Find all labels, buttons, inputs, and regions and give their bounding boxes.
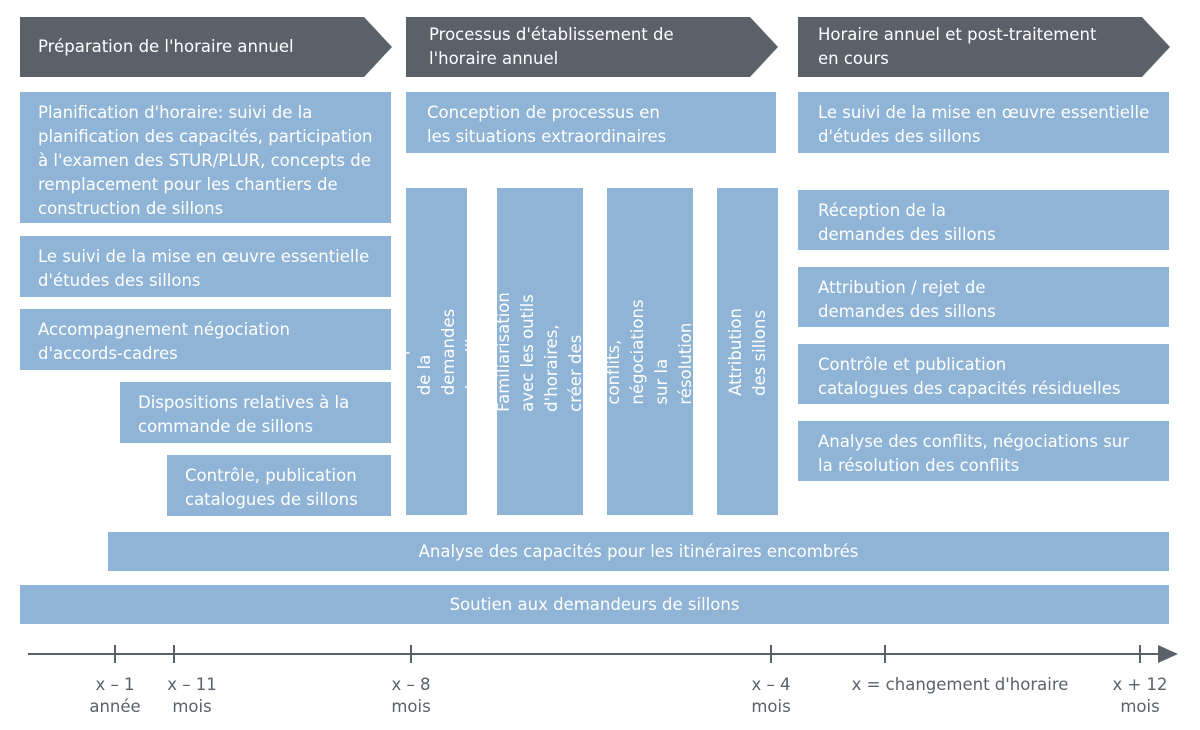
phase-header-preparation: Préparation de l'horaire annuel — [20, 17, 392, 77]
activity-ordering-provisions: Dispositions relatives à la commande de … — [120, 382, 391, 443]
tick-label-x-plus-12-months: x + 12 mois — [1112, 675, 1168, 716]
tick-label-timetable-change: x = changement d'horaire — [851, 675, 1069, 694]
phase-header-label: Horaire annuel et post-traitement en cou… — [818, 25, 1097, 68]
activity-study-monitoring-left: Le suivi de la mise en œuvre essentielle… — [20, 236, 391, 297]
vertical-reception-requests: Réception de la demandes des sillons — [406, 188, 467, 515]
vertical-path-attribution: Attribution des sillons — [717, 188, 778, 515]
bar-capacity-analysis: Analyse des capacités pour les itinérair… — [108, 532, 1169, 571]
activity-timetable-planning: Planification d'horaire: suivi de la pla… — [20, 92, 391, 223]
tick-label-x-minus-1-year: x – 1 année — [89, 675, 141, 716]
activity-catalogue-publication: Contrôle, publication catalogues de sill… — [167, 455, 391, 516]
activity-reception-requests-right: Réception de la demandes des sillons — [798, 190, 1169, 250]
phase-header-label: Processus d'établissement de l'horaire a… — [429, 25, 674, 68]
tick-label-x-minus-11-months: x – 11 mois — [167, 675, 217, 716]
activity-residual-capacity: Contrôle et publication catalogues des c… — [798, 344, 1169, 404]
activity-extraordinary-process: Conception de processus en les situation… — [406, 92, 776, 153]
vertical-conflict-analysis: Analyse des conflits, négociations sur l… — [607, 188, 693, 515]
phase-header-post: Horaire annuel et post-traitement en cou… — [798, 17, 1170, 77]
activity-attribution-rejection: Attribution / rejet de demandes des sill… — [798, 267, 1169, 327]
activity-conflict-analysis-right: Analyse des conflits, négociations sur l… — [798, 421, 1169, 481]
activity-framework-agreements: Accompagnement négociation d'accords-cad… — [20, 309, 391, 370]
vertical-allocation-isb: Affectation à l'ISB : Familiarisation av… — [497, 188, 583, 515]
phase-header-label: Préparation de l'horaire annuel — [38, 37, 294, 56]
bar-applicant-support: Soutien aux demandeurs de sillons — [20, 585, 1169, 624]
phase-header-process: Processus d'établissement de l'horaire a… — [406, 17, 778, 77]
tick-label-x-minus-8-months: x – 8 mois — [391, 675, 431, 716]
tick-label-x-minus-4-months: x – 4 mois — [751, 675, 791, 716]
timeline-arrowhead — [1158, 645, 1178, 663]
activity-study-monitoring-right: Le suivi de la mise en œuvre essentielle… — [798, 92, 1169, 153]
